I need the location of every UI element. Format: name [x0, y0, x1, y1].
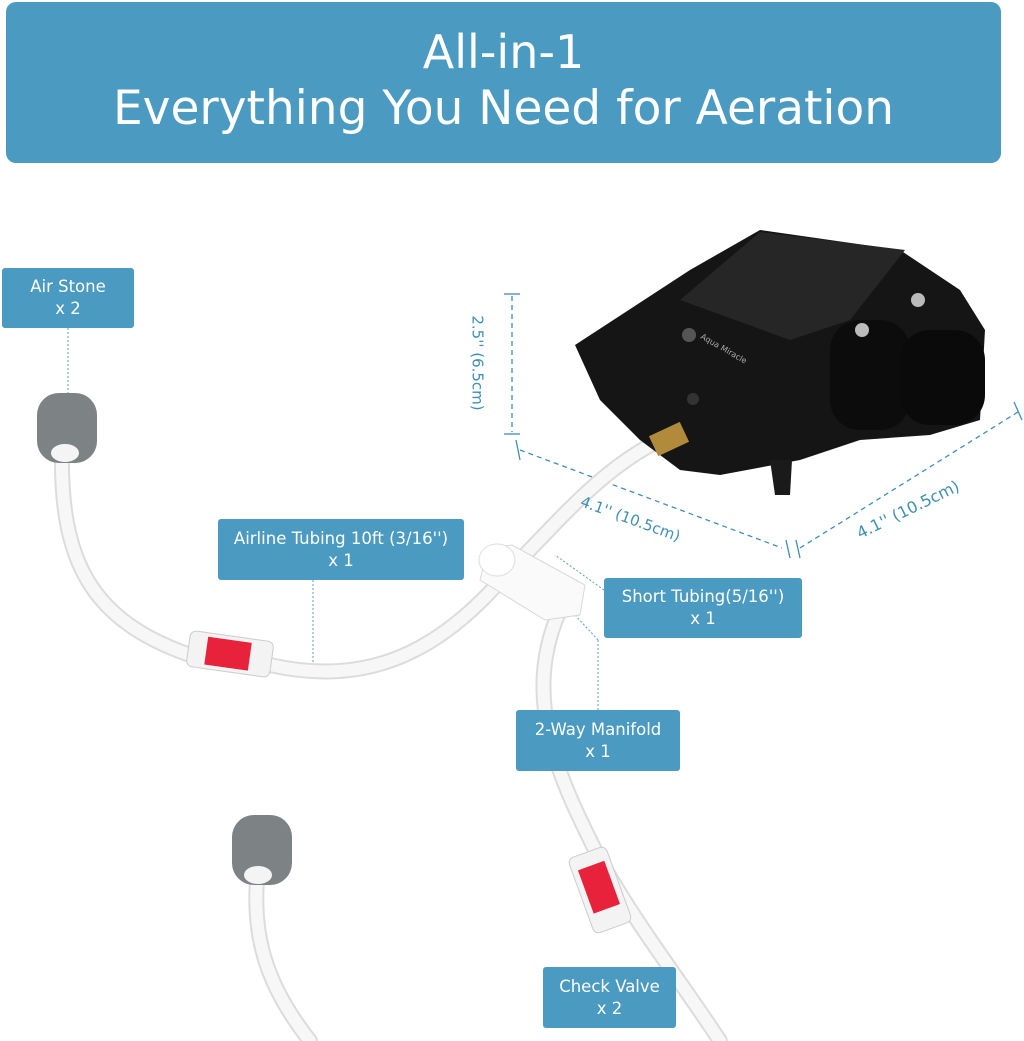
label-name: Short Tubing(5/16'') — [621, 587, 785, 606]
label-qty: x 2 — [55, 299, 81, 318]
check-valve-2 — [568, 846, 632, 934]
dimension-lines — [511, 296, 1019, 549]
check-valve-1 — [186, 630, 274, 678]
label-short-tubing: Short Tubing(5/16'') x 1 — [604, 578, 802, 638]
air-stone-2 — [232, 815, 292, 885]
banner-title-line2: Everything You Need for Aeration — [112, 81, 895, 136]
title-banner: All-in-1 Everything You Need for Aeratio… — [6, 2, 1001, 163]
label-name: Air Stone — [30, 277, 106, 296]
banner-title-line1: All-in-1 — [422, 25, 585, 79]
label-qty: x 1 — [328, 550, 354, 570]
label-name: Airline Tubing 10ft (3/16'') — [233, 528, 449, 548]
air-stone-1 — [37, 393, 97, 463]
height-dimension: 2.5'' (6.5cm) — [468, 315, 487, 411]
air-pump: Aqua Miracle — [575, 230, 985, 495]
label-manifold: 2-Way Manifold x 1 — [516, 710, 680, 771]
label-name: Check Valve — [559, 976, 660, 996]
dimension-ticks — [504, 293, 1023, 559]
label-name: 2-Way Manifold — [534, 719, 662, 739]
manifold-tee — [478, 543, 586, 621]
label-air-stone: Air Stone x 2 — [2, 268, 134, 328]
label-check-valve: Check Valve x 2 — [543, 967, 676, 1028]
label-qty: x 1 — [690, 609, 716, 628]
label-airline-tubing: Airline Tubing 10ft (3/16'') x 1 — [218, 519, 464, 580]
label-qty: x 2 — [596, 998, 623, 1018]
label-qty: x 1 — [585, 741, 611, 761]
